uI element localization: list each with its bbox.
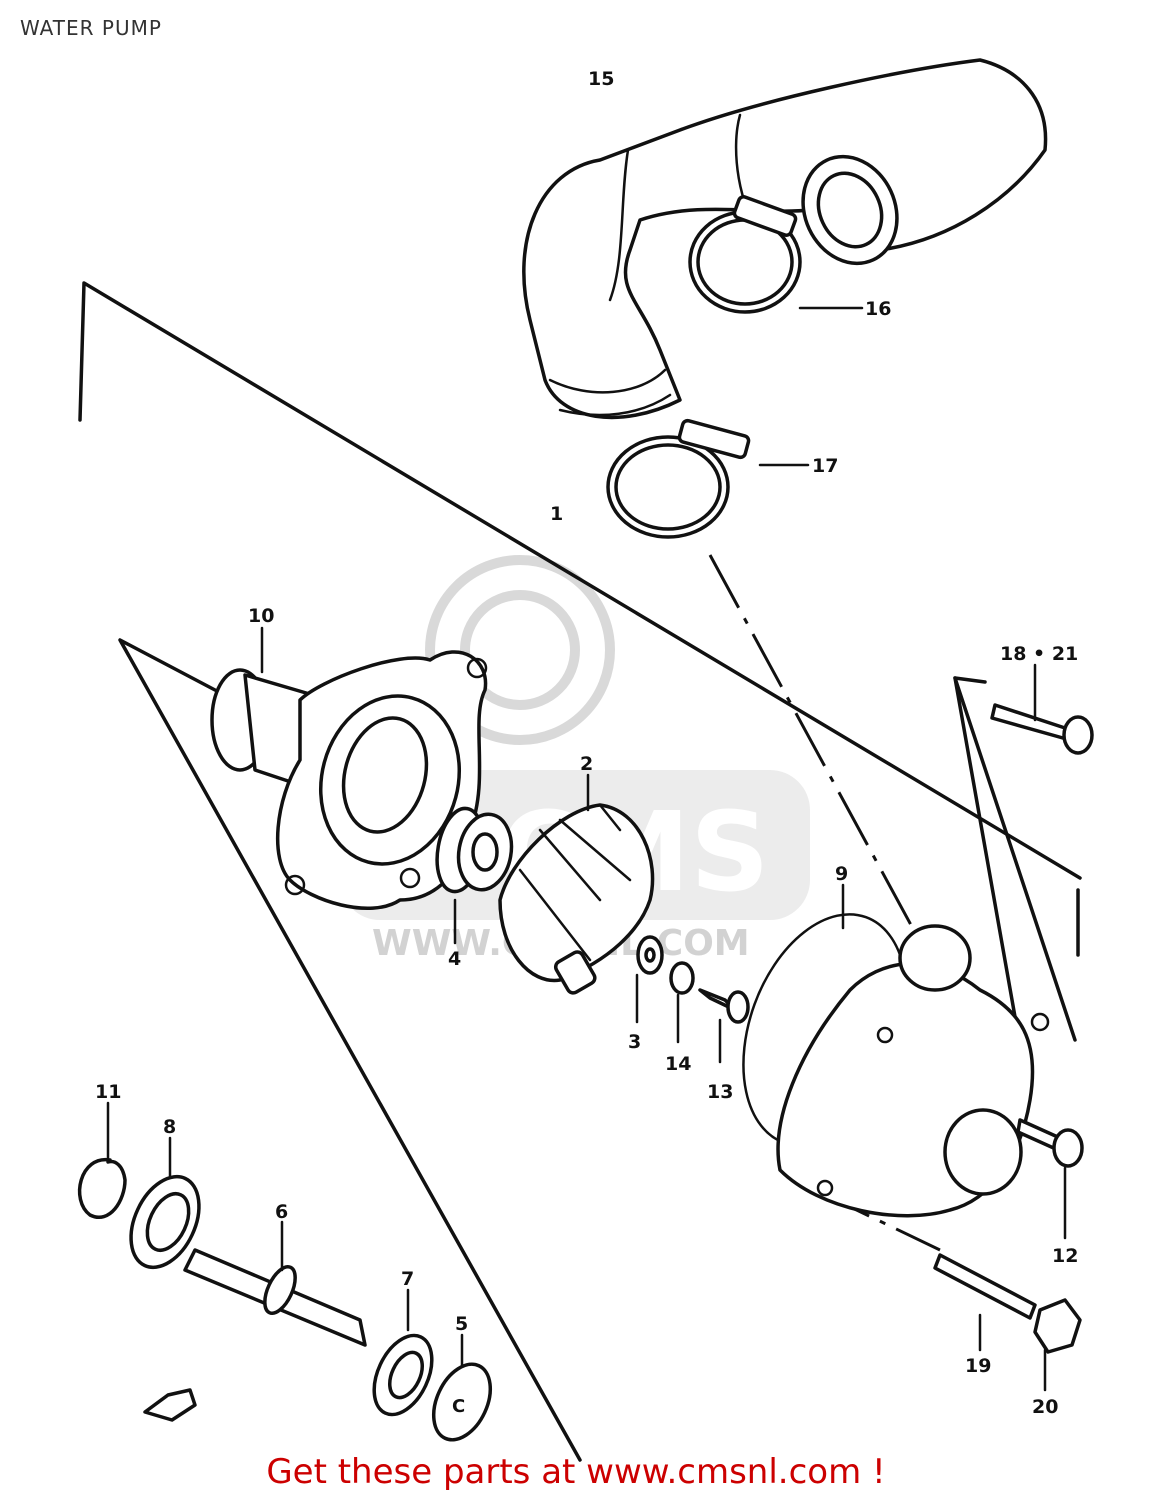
callout-16: 16 [865,298,891,320]
part-15-hose [522,58,1048,420]
part-8-bearing [129,1136,201,1270]
callout-15: 15 [588,68,614,90]
callout-11: 11 [95,1081,121,1103]
callout-9: 9 [835,863,848,885]
callout-13: 13 [707,1081,733,1103]
part-5-oil-seal: C [431,1333,493,1442]
callout-17: 17 [812,455,838,477]
part-13-bolt [698,988,750,1064]
part-11-circlip [77,1101,127,1219]
frame-left [118,638,582,1462]
callout-5: 5 [455,1313,468,1335]
callout-10: 10 [248,605,274,627]
callout-18-21: 18 • 21 [1000,643,1078,665]
pump-cover [776,924,1050,1218]
callout-8: 8 [163,1116,176,1138]
part-3-washer [635,935,664,1024]
front-arrow-icon [143,1388,197,1422]
part-18-21-bolt [990,663,1094,755]
part-17-clamp [606,418,810,539]
callout-4: 4 [448,948,461,970]
part-14-washer [669,961,695,1044]
callout-20: 20 [1032,1396,1058,1418]
part-7-bearing [372,1288,434,1417]
callout-7: 7 [401,1268,414,1290]
part-4-seal [435,806,514,945]
callout-2: 2 [580,753,593,775]
part-10-pump-case [210,626,488,910]
callout-1: 1 [550,503,563,525]
frame-right [953,676,1077,1047]
footer-link[interactable]: Get these parts at www.cmsnl.com ! [266,1452,886,1492]
part-6-shaft [183,1220,367,1347]
callout-19: 19 [965,1355,991,1377]
callout-14: 14 [665,1053,691,1075]
part-12-bolt [1016,1118,1084,1240]
callout-6: 6 [275,1201,288,1223]
part-2-impeller [498,773,655,995]
page-title: WATER PUMP [20,16,162,40]
callout-3: 3 [628,1031,641,1053]
part-19-20-stud-nut [933,1253,1082,1392]
part-16-clamp [688,195,864,314]
svg-text:C: C [452,1396,465,1417]
assembly-frame [78,281,1082,957]
callout-12: 12 [1052,1245,1078,1267]
